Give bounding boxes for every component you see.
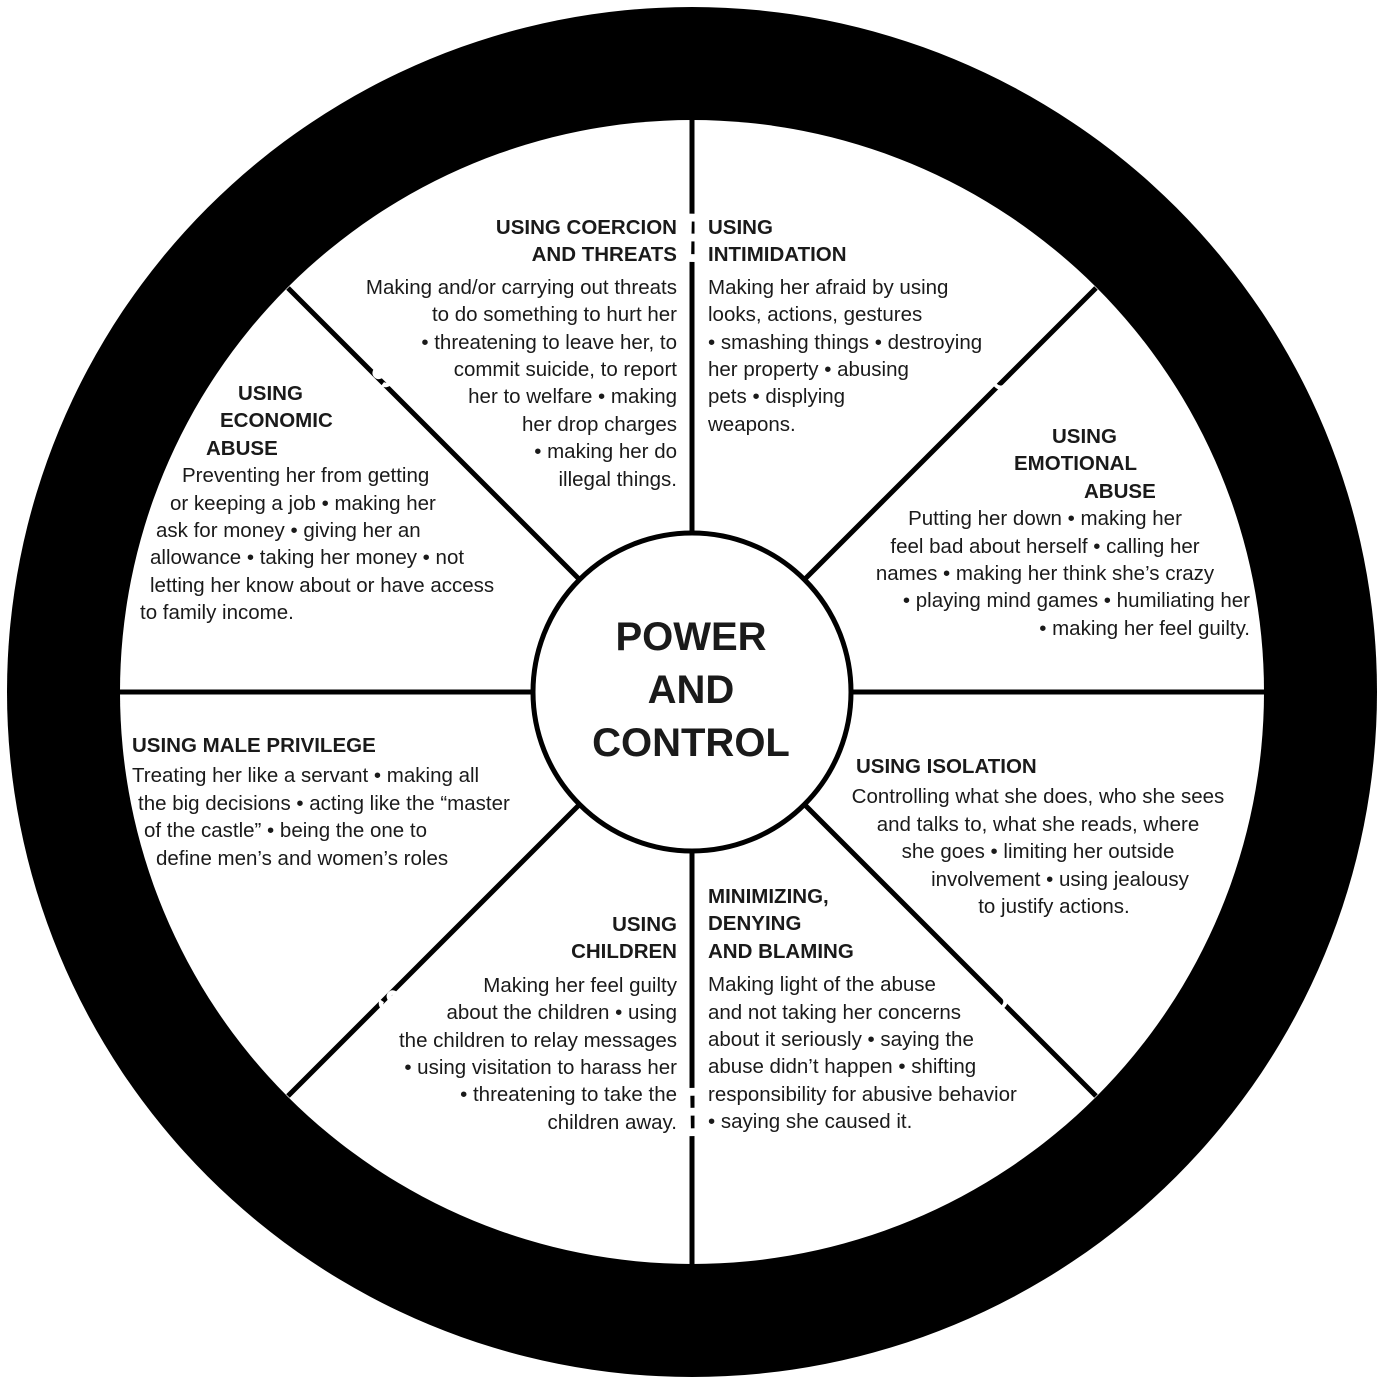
segment-text-line: • making her do	[534, 440, 677, 464]
segment-text-line: commit suicide, to report	[453, 358, 677, 382]
hub-title-line: CONTROL	[592, 721, 790, 765]
segment-text-line: ask for money • giving her an	[156, 519, 421, 543]
segment-text-line: or keeping a job • making her	[170, 491, 436, 515]
segment-text-line: allowance • taking her money • not	[150, 546, 465, 570]
segment-text-line: Preventing her from getting	[182, 464, 430, 488]
segment-heading: MINIMIZING,	[708, 885, 829, 908]
hub-circle	[530, 530, 854, 854]
segment-text-line: • using visitation to harass her	[404, 1056, 677, 1080]
hub-title: POWER AND CONTROL	[533, 611, 849, 770]
segment-minimizing: MINIMIZING, DENYING AND BLAMING Making l…	[708, 883, 1017, 1136]
segment-heading: CHILDREN	[571, 940, 677, 964]
segment-heading: EMOTIONAL	[1014, 452, 1137, 476]
segment-text-line: names • making her think she’s crazy	[875, 562, 1215, 586]
spokes	[120, 120, 1264, 1264]
segment-text-line: Making and/or carrying out threats	[365, 275, 677, 299]
spoke-upper-right	[802, 286, 1098, 582]
segment-text-line: • smashing things • destroying	[708, 330, 983, 354]
segment-text-line: and not taking her concerns	[708, 1000, 961, 1024]
segment-text-line: Making her afraid by using	[708, 275, 949, 299]
segment-heading: DENYING	[708, 912, 802, 936]
segment-children: USING CHILDREN Making her feel guilty ab…	[399, 911, 677, 1136]
segment-text-line: • threatening to take the	[460, 1083, 677, 1107]
segment-text-line: Controlling what she does, who she sees	[851, 785, 1225, 809]
segment-text-line: of the castle” • being the one to	[144, 819, 427, 843]
hub-title-line: AND	[647, 668, 735, 712]
segment-text-line: to do something to hurt her	[431, 303, 677, 327]
segment-text-line: about the children • using	[446, 1001, 677, 1025]
hub-title-line: POWER	[615, 615, 767, 659]
segment-text-line: to family income.	[140, 601, 294, 625]
segment-text-line: feel bad about herself • calling her	[890, 534, 1200, 558]
segment-text-line: about it seriously • saying the	[708, 1028, 974, 1052]
spoke-lower-left	[286, 802, 582, 1098]
spoke-lower-right	[802, 802, 1098, 1098]
segment-text-line: • making her feel guilty.	[1039, 616, 1250, 640]
segment-coercion: USING COERCION AND THREATS Making and/or…	[366, 214, 677, 493]
segment-isolation: USING ISOLATION Controlling what she doe…	[826, 753, 1250, 920]
segment-text-line: looks, actions, gestures	[708, 303, 923, 327]
segment-intimidation: USING INTIMIDATION Making her afraid by …	[708, 214, 982, 438]
segment-heading: USING	[708, 216, 773, 239]
segment-economic-abuse: USING ECONOMIC ABUSE Preventing her from…	[140, 380, 550, 627]
segment-text-line: Making light of the abuse	[708, 973, 936, 997]
segment-text-line: illegal things.	[558, 467, 677, 491]
segment-text-line: responsibility for abusive behavior	[708, 1082, 1017, 1106]
segment-text-line: the big decisions • acting like the “mas…	[138, 791, 510, 815]
segment-male-privilege: USING MALE PRIVILEGE Treating her like a…	[132, 732, 562, 872]
segment-heading: USING	[612, 913, 677, 936]
segment-text-line: to justify actions.	[978, 895, 1130, 919]
segment-heading: AND BLAMING	[708, 939, 854, 963]
segment-text-line: her property • abusing	[708, 358, 909, 382]
segment-text-line: her to welfare • making	[468, 385, 677, 409]
spoke-upper-left	[286, 286, 582, 582]
segment-text-line: letting her know about or have access	[150, 573, 495, 597]
segment-heading: ABUSE	[206, 436, 278, 460]
segment-heading: USING COERCION	[495, 216, 677, 239]
segment-text-line: • playing mind games • humiliating her	[902, 589, 1250, 613]
segment-text-line: • saying she caused it.	[708, 1110, 913, 1134]
segment-text-line: abuse didn’t happen • shifting	[708, 1055, 977, 1079]
segment-text-line: Putting her down • making her	[908, 507, 1182, 531]
segment-text-line: the children to relay messages	[398, 1028, 677, 1052]
segment-text-line: define men’s and women’s roles	[156, 846, 449, 870]
segment-text-line: and talks to, what she reads, where	[876, 812, 1200, 836]
segment-heading: INTIMIDATION	[708, 243, 847, 267]
segment-text-line: pets • displying	[708, 385, 846, 409]
segment-emotional-abuse: USING EMOTIONAL ABUSE Putting her down •…	[840, 423, 1250, 642]
segment-text-line: Making her feel guilty	[483, 973, 677, 997]
segment-heading: USING ISOLATION	[856, 755, 1037, 778]
segment-heading: USING	[238, 382, 303, 405]
segment-heading: ABUSE	[1084, 479, 1156, 503]
segment-heading: USING MALE PRIVILEGE	[132, 734, 376, 757]
segment-heading: USING	[1052, 425, 1117, 448]
segment-text-line: her drop charges	[522, 412, 677, 436]
segment-heading: ECONOMIC	[220, 409, 333, 433]
segment-text-line: involvement • using jealousy	[931, 867, 1189, 891]
segment-text-line: weapons.	[708, 412, 796, 436]
segment-text-line: Treating her like a servant • making all	[132, 764, 480, 788]
segment-text-line: she goes • limiting her outside	[901, 840, 1175, 864]
segment-text-line: children away.	[547, 1110, 677, 1134]
segment-text-line: • threatening to leave her, to	[421, 330, 677, 354]
segment-heading: AND THREATS	[531, 243, 677, 267]
